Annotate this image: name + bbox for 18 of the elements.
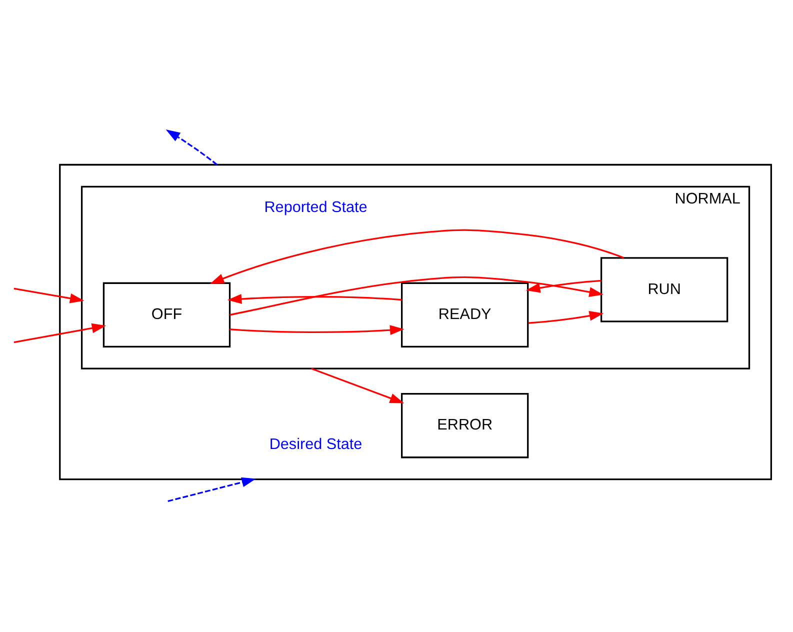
arrow: [14, 323, 106, 344]
edge-label: Desired State: [269, 436, 362, 453]
node-box: READY: [401, 282, 529, 348]
arrow: [14, 288, 84, 304]
arrow: [166, 130, 218, 166]
arrow: [230, 276, 604, 316]
node-box: OFF: [102, 282, 231, 348]
arrow: [210, 229, 624, 284]
edge-label: Reported State: [264, 199, 368, 216]
arrow: [526, 280, 602, 293]
arrow: [311, 368, 404, 404]
arrow: [230, 325, 404, 336]
cluster: [59, 164, 772, 480]
node-box: RUN: [600, 257, 728, 322]
arrow: [168, 477, 256, 502]
node-box: ERROR: [401, 393, 529, 458]
arrow: [528, 310, 604, 324]
arrow: [227, 294, 402, 304]
